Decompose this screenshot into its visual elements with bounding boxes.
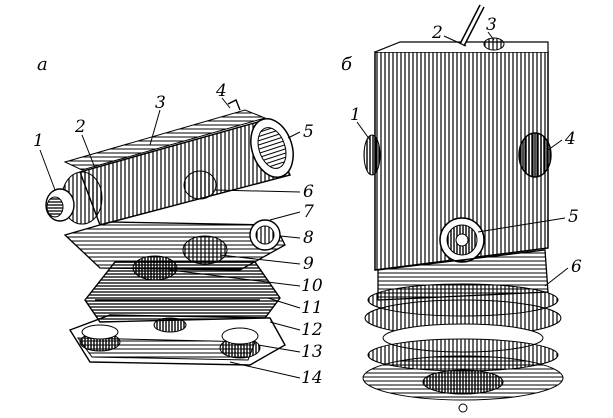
- callout-a-10: 10: [301, 276, 323, 296]
- callout-b-2: 2: [431, 23, 443, 43]
- tangent-screw: [182, 235, 228, 265]
- callout-a-14: 14: [301, 368, 323, 388]
- horizontal-knob: [132, 255, 178, 281]
- panel-label-b: б: [341, 54, 353, 75]
- leveling-screw-left: [79, 324, 121, 352]
- callout-a-3: 3: [155, 93, 166, 113]
- panel-a-leaders: [39, 97, 301, 379]
- callout-b-4: 4: [564, 129, 576, 149]
- side-knob: [249, 219, 281, 251]
- panel-label-a: а: [37, 54, 48, 75]
- right-side-knob: [518, 132, 552, 178]
- top-knob: [483, 37, 505, 51]
- callout-b-5: 5: [568, 207, 579, 227]
- front-knob: [439, 217, 485, 263]
- callout-a-9: 9: [303, 254, 314, 274]
- panel-a-drawing: [45, 99, 294, 366]
- callout-a-12: 12: [301, 320, 323, 340]
- callout-a-2: 2: [74, 117, 86, 137]
- callout-a-13: 13: [301, 342, 323, 362]
- left-side-knob: [363, 134, 381, 176]
- callout-a-8: 8: [303, 228, 314, 248]
- callout-b-3: 3: [486, 15, 497, 35]
- callout-a-4: 4: [215, 81, 227, 101]
- callout-b-6: 6: [571, 257, 582, 277]
- callout-a-6: 6: [303, 182, 314, 202]
- callout-a-7: 7: [303, 202, 314, 222]
- callout-b-1: 1: [350, 105, 361, 125]
- leveling-screw-right: [219, 327, 261, 359]
- callout-a-1: 1: [33, 131, 44, 151]
- focus-knob: [183, 170, 217, 200]
- panel-b-drawing: [362, 4, 564, 413]
- callout-a-11: 11: [301, 298, 323, 318]
- panel-b-leaders: [356, 31, 569, 287]
- base-discs: [362, 283, 564, 413]
- eyepiece: [45, 171, 103, 225]
- callout-a-5: 5: [303, 122, 314, 142]
